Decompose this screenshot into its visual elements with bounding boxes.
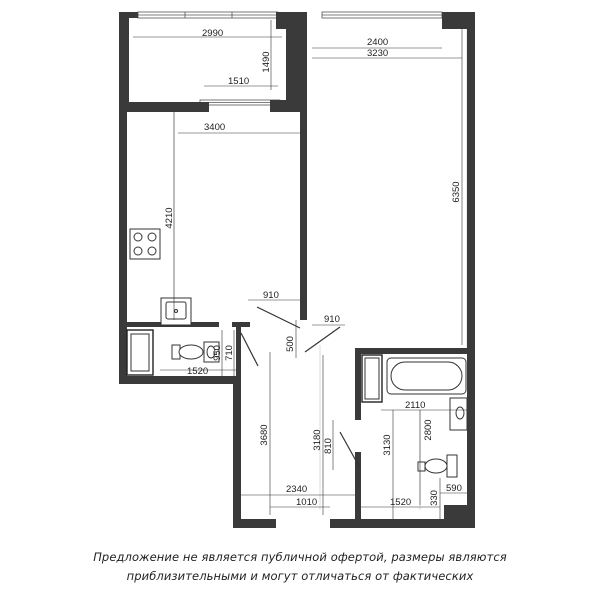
dim-wc-width: 1520: [187, 366, 208, 377]
dim-hall-depth-inner: 3180: [312, 429, 323, 450]
dim-bath-small-b: 590: [446, 483, 462, 494]
dim-bath-door: 810: [323, 438, 334, 454]
windows: [137, 11, 443, 106]
dim-bath-depth-b: 2800: [423, 419, 434, 440]
dim-balcony-depth: 1490: [261, 51, 272, 72]
disclaimer: Предложение не является публичной оферто…: [0, 548, 600, 586]
dim-bath-bottom-width: 1520: [390, 497, 411, 508]
disclaimer-line-2: приблизительными и могут отличаться от ф…: [126, 569, 474, 583]
kitchen-stove: [129, 228, 161, 260]
disclaimer-line-1: Предложение не является публичной оферто…: [93, 550, 507, 564]
dim-bath-small-a: 330: [429, 490, 440, 506]
dimension-labels: 2990 1490 1510 3400 4210 910 2400 3230 6…: [164, 28, 462, 508]
dim-room-door: 910: [324, 314, 340, 325]
bath-toilet: [417, 454, 458, 478]
dim-entrance-door: 1010: [296, 497, 317, 508]
dim-room-window: 2400: [367, 37, 388, 48]
dimension-lines: [133, 20, 467, 519]
dim-wc-depth-b: 710: [224, 345, 235, 361]
dim-kitchen-door: 910: [263, 290, 279, 301]
wc-toilet: [171, 341, 220, 363]
dim-kitchen-depth: 4210: [164, 207, 175, 228]
dim-door-depth: 500: [285, 336, 296, 352]
dim-kitchen-width: 3400: [204, 122, 225, 133]
bathtub: [361, 354, 467, 403]
dim-bath-width: 2110: [405, 400, 425, 411]
washing-machine: [126, 329, 154, 376]
walls: [119, 12, 475, 528]
doors: [240, 306, 361, 469]
dim-balcony-window: 1510: [228, 76, 249, 87]
dim-balcony-width: 2990: [202, 28, 223, 39]
dim-room-width: 3230: [367, 48, 388, 59]
dim-bath-depth-a: 3130: [382, 434, 393, 455]
kitchen-sink: [160, 297, 192, 326]
bath-sink: [449, 397, 468, 431]
dim-hall-depth: 3680: [259, 424, 270, 445]
dim-hall-width: 2340: [286, 484, 307, 495]
dim-wc-depth-a: 950: [212, 345, 223, 361]
dim-room-depth: 6350: [451, 181, 462, 202]
